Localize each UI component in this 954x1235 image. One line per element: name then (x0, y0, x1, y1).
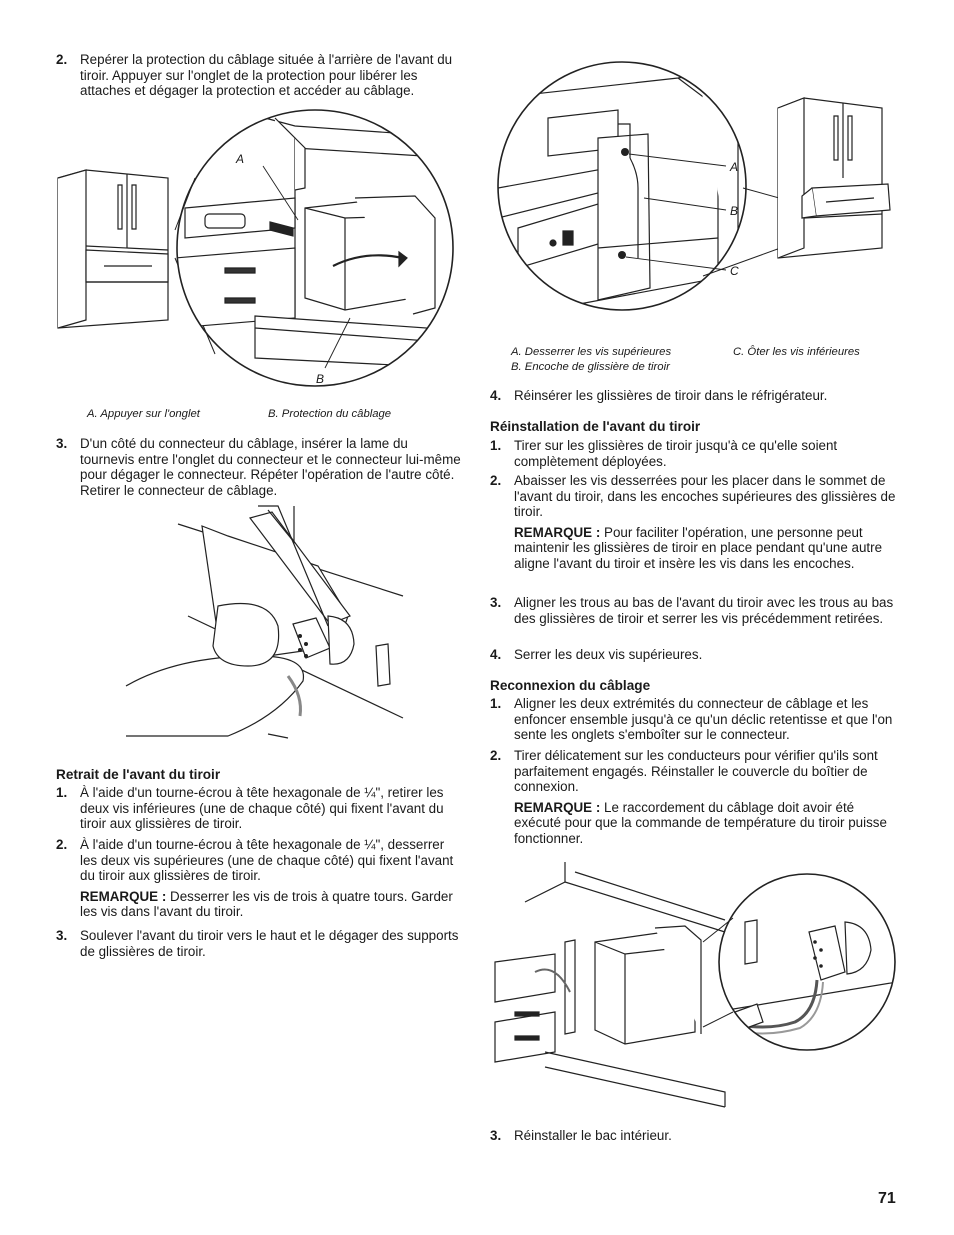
retrait-step-2: 2. À l'aide d'un tourne-écrou à tête hex… (56, 837, 464, 920)
caption-b-wiring-cover: B. Protection du câblage (268, 408, 392, 420)
note-retrait: REMARQUE : Desserrer les vis de trois à … (80, 889, 464, 920)
caption-a-loosen-top-screws: A. Desserrer les vis supérieures (511, 346, 672, 358)
reconnexion-step-2: 2. Tirer délicatement sur les conducteur… (490, 748, 900, 847)
caption-b-slide-notch: B. Encoche de glissière de tiroir (511, 361, 670, 373)
step-number: 4. (490, 647, 502, 662)
reinstallation-step-1: 1. Tirer sur les glissières de tiroir ju… (490, 438, 900, 469)
heading-reconnexion-cablage: Reconnexion du câblage (490, 678, 651, 693)
reinstallation-step-4: 4. Serrer les deux vis supérieures. (490, 647, 900, 663)
note-text: Desserrer les vis de trois à quatre tour… (80, 888, 453, 920)
page-number: 71 (878, 1190, 896, 1207)
reconnexion-step-1: 1. Aligner les deux extrémités du connec… (490, 696, 900, 743)
reinstallation-step-2: 2. Abaisser les vis desserrées pour les … (490, 473, 900, 572)
drawer-slide-magnified-circle (498, 38, 778, 338)
note-label: REMARQUE : (80, 888, 167, 904)
note-text: Pour faciliter l'opération, une personne… (514, 524, 883, 571)
fridge-drawer-open-illustration (776, 98, 890, 266)
step-number: 4. (490, 388, 502, 403)
step-3-reinstall-bin: 3. Réinstaller le bac intérieur. (490, 1128, 900, 1144)
step-number: 3. (56, 928, 68, 943)
step-text: Aligner les deux extrémités du connecteu… (514, 696, 893, 743)
step-text: Repérer la protection du câblage située … (80, 52, 453, 99)
step-text: Tirer sur les glissières de tiroir jusqu… (514, 438, 838, 469)
step-number: 1. (56, 785, 68, 800)
label-a: A (730, 160, 739, 174)
step-text: Tirer délicatement sur les conducteurs p… (514, 748, 878, 795)
step-text: À l'aide d'un tourne-écrou à tête hexago… (80, 785, 444, 832)
heading-retrait-avant-tiroir: Retrait de l'avant du tiroir (56, 767, 221, 782)
wiring-cover-magnified-circle (155, 118, 465, 388)
step-text: Aligner les trous au bas de l'avant du t… (514, 595, 894, 626)
label-b: B (730, 204, 739, 218)
heading-reinstallation-avant-tiroir: Réinstallation de l'avant du tiroir (490, 419, 701, 434)
note-reinstallation: REMARQUE : Pour faciliter l'opération, u… (514, 525, 900, 572)
caption-a-press-tab: A. Appuyer sur l'onglet (87, 408, 200, 420)
step-number: 1. (490, 696, 502, 711)
caption-c-remove-bottom-screws: C. Ôter les vis inférieures (733, 346, 860, 358)
step-text: Abaisser les vis desserrées pour les pla… (514, 473, 896, 520)
step-text: D'un côté du connecteur du câblage, insé… (80, 436, 461, 498)
retrait-step-1: 1. À l'aide d'un tourne-écrou à tête hex… (56, 785, 464, 832)
step-3-release-connector: 3. D'un côté du connecteur du câblage, i… (56, 436, 464, 498)
step-number: 2. (56, 837, 68, 852)
step-number: 1. (490, 438, 502, 453)
step-text: Réinsérer les glissières de tiroir dans … (514, 388, 828, 403)
fridge-illustration (56, 170, 176, 330)
label-b: B (316, 372, 325, 386)
step-number: 3. (490, 595, 502, 610)
retrait-step-3: 3. Soulever l'avant du tiroir vers le ha… (56, 928, 464, 959)
step-text: Serrer les deux vis supérieures. (514, 647, 703, 662)
step-text: À l'aide d'un tourne-écrou à tête hexago… (80, 837, 454, 884)
note-text: Le raccordement du câblage doit avoir ét… (514, 799, 887, 846)
wiring-reconnected-illustration (495, 862, 897, 1112)
label-c: C (730, 264, 739, 278)
label-a: A (236, 152, 245, 166)
screwdriver-connector-illustration (118, 506, 408, 746)
step-number: 2. (490, 473, 502, 488)
step-number: 2. (490, 748, 502, 763)
step-number: 3. (490, 1128, 502, 1143)
note-reconnexion: REMARQUE : Le raccordement du câblage do… (514, 800, 900, 847)
step-number: 2. (56, 52, 68, 67)
note-label: REMARQUE : (514, 799, 601, 815)
note-label: REMARQUE : (514, 524, 601, 540)
step-text: Réinstaller le bac intérieur. (514, 1128, 672, 1143)
reinstallation-step-3: 3. Aligner les trous au bas de l'avant d… (490, 595, 900, 626)
step-4-reinsert-slides: 4. Réinsérer les glissières de tiroir da… (490, 388, 900, 404)
step-text: Soulever l'avant du tiroir vers le haut … (80, 928, 459, 959)
step-2-locate-wiring-cover: 2. Repérer la protection du câblage situ… (56, 52, 464, 99)
step-number: 3. (56, 436, 68, 451)
